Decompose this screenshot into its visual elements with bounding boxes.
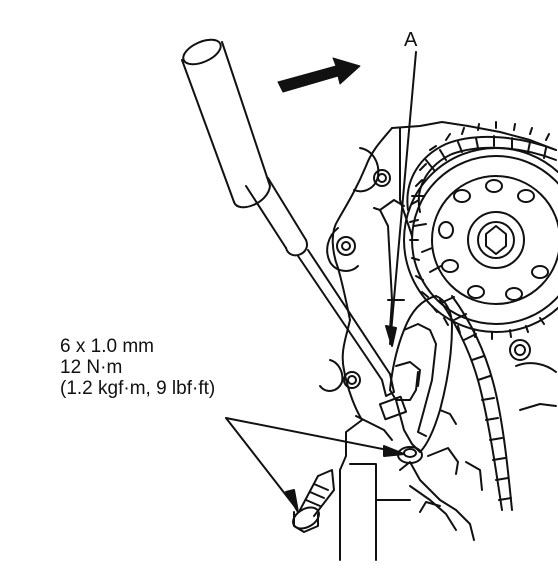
loose-bolt [292,469,335,533]
callout-label-a: A [404,29,418,51]
chain-tensioner [378,295,457,453]
bolt-size-label: 6 x 1.0 mm [60,336,154,357]
torque-nm-label: 12 N·m [60,357,123,378]
torque-alt-label: (1.2 kgf·m, 9 lbf·ft) [60,378,216,399]
cam-sprocket [403,121,558,340]
torque-spec-block: 6 x 1.0 mm 12 N·m (1.2 kgf·m, 9 lbf·ft) [60,336,215,399]
direction-arrow [277,57,361,93]
timing-chain [406,135,557,511]
lower-bracket [399,339,557,541]
screwdriver [181,38,395,397]
leader-lines [225,51,417,513]
engine-housing [319,121,557,561]
